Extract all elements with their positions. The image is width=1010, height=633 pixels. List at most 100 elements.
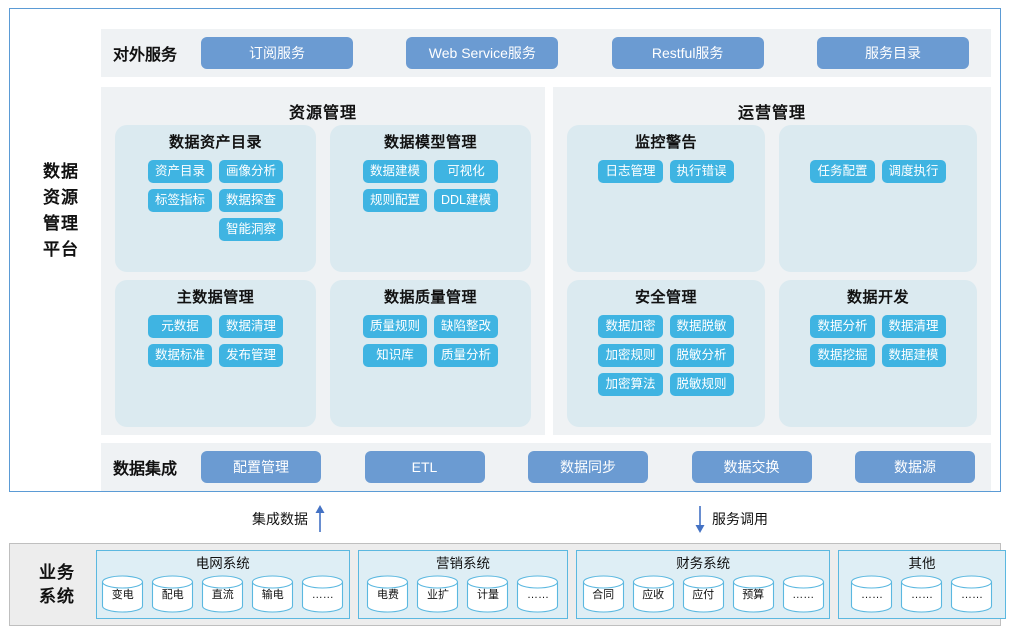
data-integration-button-5[interactable]: 数据源 <box>855 451 975 483</box>
database-icon[interactable]: …… <box>949 574 994 613</box>
database-icon[interactable]: 直流 <box>200 574 245 613</box>
chip-数据挖掘[interactable]: 数据挖掘 <box>810 344 875 367</box>
external-service-button-2[interactable]: Web Service服务 <box>406 37 559 69</box>
card-数据开发: 数据开发数据分析数据挖掘数据清理数据建模 <box>779 280 977 427</box>
chip-数据建模[interactable]: 数据建模 <box>881 344 946 367</box>
database-icon[interactable]: …… <box>300 574 345 613</box>
platform-title: 数据资源管理平台 <box>22 159 100 263</box>
database-label: 直流 <box>211 588 234 601</box>
database-icon[interactable]: 合同 <box>581 574 626 613</box>
data-integration-button-1[interactable]: 配置管理 <box>201 451 321 483</box>
chip-执行错误[interactable]: 执行错误 <box>669 160 734 183</box>
database-row: 变电配电 直流 输电…… <box>100 574 345 613</box>
database-icon[interactable]: 电费 <box>365 574 410 613</box>
chip-资产目录[interactable]: 资产目录 <box>147 160 212 183</box>
chip-column: 任务配置 <box>810 160 875 183</box>
chip-脱敏分析[interactable]: 脱敏分析 <box>669 344 734 367</box>
chip-元数据[interactable]: 元数据 <box>147 315 212 338</box>
card-row: 数据资产目录资产目录标签指标画像分析数据探查智能洞察 数据模型管理数据建模规则配置… <box>115 125 531 272</box>
external-service-button-4[interactable]: 服务目录 <box>816 37 969 69</box>
external-service-button-3[interactable]: Restful服务 <box>611 37 764 69</box>
chip-数据脱敏[interactable]: 数据脱敏 <box>669 315 734 338</box>
chip-日志管理[interactable]: 日志管理 <box>598 160 663 183</box>
chip-column: 元数据数据标准 <box>147 315 212 367</box>
chip-加密算法[interactable]: 加密算法 <box>598 373 663 396</box>
chip-数据探查[interactable]: 数据探查 <box>219 189 284 212</box>
card-row: 监控警告日志管理执行错误 任务配置调度执行 <box>567 125 977 272</box>
data-integration-button-3[interactable]: 数据同步 <box>528 451 648 483</box>
external-service-button-1[interactable]: 订阅服务 <box>201 37 353 69</box>
external-services-label: 对外服务 <box>113 47 178 64</box>
database-cylinder-icon <box>732 574 774 613</box>
chip-质量分析[interactable]: 质量分析 <box>434 344 499 367</box>
operations-management-card-grid: 监控警告日志管理执行错误任务配置调度执行安全管理数据加密加密规则加密算法数据脱敏… <box>553 125 991 427</box>
card-监控警告: 监控警告日志管理执行错误 <box>567 125 765 272</box>
chip-columns: 日志管理执行错误 <box>577 160 755 183</box>
chip-column: 可视化 DDL建模 <box>434 160 499 212</box>
chip-数据标准[interactable]: 数据标准 <box>147 344 212 367</box>
data-integration-label: 数据集成 <box>113 461 178 478</box>
database-label: 合同 <box>592 588 615 601</box>
chip-缺陷整改[interactable]: 缺陷整改 <box>434 315 499 338</box>
chip-标签指标[interactable]: 标签指标 <box>147 189 212 212</box>
data-integration-button-2[interactable]: ETL <box>364 451 485 483</box>
business-systems-title-line: 业务 <box>39 562 75 582</box>
database-icon[interactable]: 输电 <box>250 574 295 613</box>
panel-operations-management-title: 运营管理 <box>737 105 806 122</box>
chip-columns: 资产目录标签指标画像分析数据探查智能洞察 <box>125 160 306 241</box>
database-label: 业扩 <box>426 588 449 601</box>
chip-数据加密[interactable]: 数据加密 <box>598 315 663 338</box>
chip-column: 数据加密加密规则加密算法 <box>598 315 663 396</box>
card-数据资产目录: 数据资产目录资产目录标签指标画像分析数据探查智能洞察 <box>115 125 316 272</box>
chip-画像分析[interactable]: 画像分析 <box>219 160 284 183</box>
chip-column: 调度执行 <box>881 160 946 183</box>
card-title: 监控警告 <box>634 134 697 151</box>
chip-智能洞察[interactable]: 智能洞察 <box>219 218 284 241</box>
business-systems-title-line: 系统 <box>39 586 75 606</box>
chip-数据建模[interactable]: 数据建模 <box>362 160 427 183</box>
database-icon[interactable]: …… <box>781 574 826 613</box>
card-title: 数据模型管理 <box>383 134 477 151</box>
database-row: 合同 应收 应付 预算…… <box>581 574 826 613</box>
platform-title-line: 管理 <box>43 214 79 233</box>
database-icon[interactable]: 预算 <box>731 574 776 613</box>
database-icon[interactable]: …… <box>515 574 560 613</box>
platform-title-line: 平台 <box>43 240 79 259</box>
chip-column: 日志管理 <box>598 160 663 183</box>
chip-DDL建模[interactable]: DDL建模 <box>434 189 499 212</box>
chip-知识库[interactable]: 知识库 <box>362 344 427 367</box>
panel-resource-management: 资源管理 数据资产目录资产目录标签指标画像分析数据探查智能洞察数据模型管理数据建… <box>101 87 545 435</box>
panel-operations-management: 运营管理 监控警告日志管理执行错误任务配置调度执行安全管理数据加密加密规则加密算… <box>553 87 991 435</box>
database-icon[interactable]: 应付 <box>681 574 726 613</box>
chip-column: 数据清理发布管理 <box>219 315 284 367</box>
database-cylinder-icon <box>467 574 509 613</box>
business-systems-frame: 业务系统 电网系统变电配电直流输电……营销系统电费业扩计量……财务系统合同应收应… <box>9 543 1006 626</box>
chip-数据清理[interactable]: 数据清理 <box>219 315 284 338</box>
chip-加密规则[interactable]: 加密规则 <box>598 344 663 367</box>
data-integration-button-4[interactable]: 数据交换 <box>691 451 812 483</box>
database-icon[interactable]: …… <box>899 574 944 613</box>
chip-脱敏规则[interactable]: 脱敏规则 <box>669 373 734 396</box>
chip-数据清理[interactable]: 数据清理 <box>881 315 946 338</box>
chip-可视化[interactable]: 可视化 <box>434 160 499 183</box>
chip-规则配置[interactable]: 规则配置 <box>362 189 427 212</box>
database-icon[interactable]: …… <box>849 574 894 613</box>
chip-任务配置[interactable]: 任务配置 <box>810 160 875 183</box>
database-label: 应付 <box>692 588 715 601</box>
database-icon[interactable]: 变电 <box>100 574 145 613</box>
chip-调度执行[interactable]: 调度执行 <box>881 160 946 183</box>
database-icon[interactable]: 业扩 <box>415 574 460 613</box>
card-安全管理: 安全管理数据加密加密规则加密算法数据脱敏脱敏分析脱敏规则 <box>567 280 765 427</box>
chip-发布管理[interactable]: 发布管理 <box>219 344 284 367</box>
database-cylinder-icon <box>102 574 144 613</box>
chip-数据分析[interactable]: 数据分析 <box>810 315 875 338</box>
database-icon[interactable]: 配电 <box>150 574 195 613</box>
chip-column: 数据分析数据挖掘 <box>810 315 875 367</box>
database-icon[interactable]: 应收 <box>631 574 676 613</box>
database-icon[interactable]: 计量 <box>465 574 510 613</box>
chip-column: 缺陷整改质量分析 <box>434 315 499 367</box>
data-integration-band: 数据集成 配置管理 ETL 数据同步 数据交换 数据源 <box>101 443 991 491</box>
chip-质量规则[interactable]: 质量规则 <box>362 315 427 338</box>
card-title: 数据资产目录 <box>168 134 262 151</box>
platform-title-line: 数据 <box>43 162 79 181</box>
